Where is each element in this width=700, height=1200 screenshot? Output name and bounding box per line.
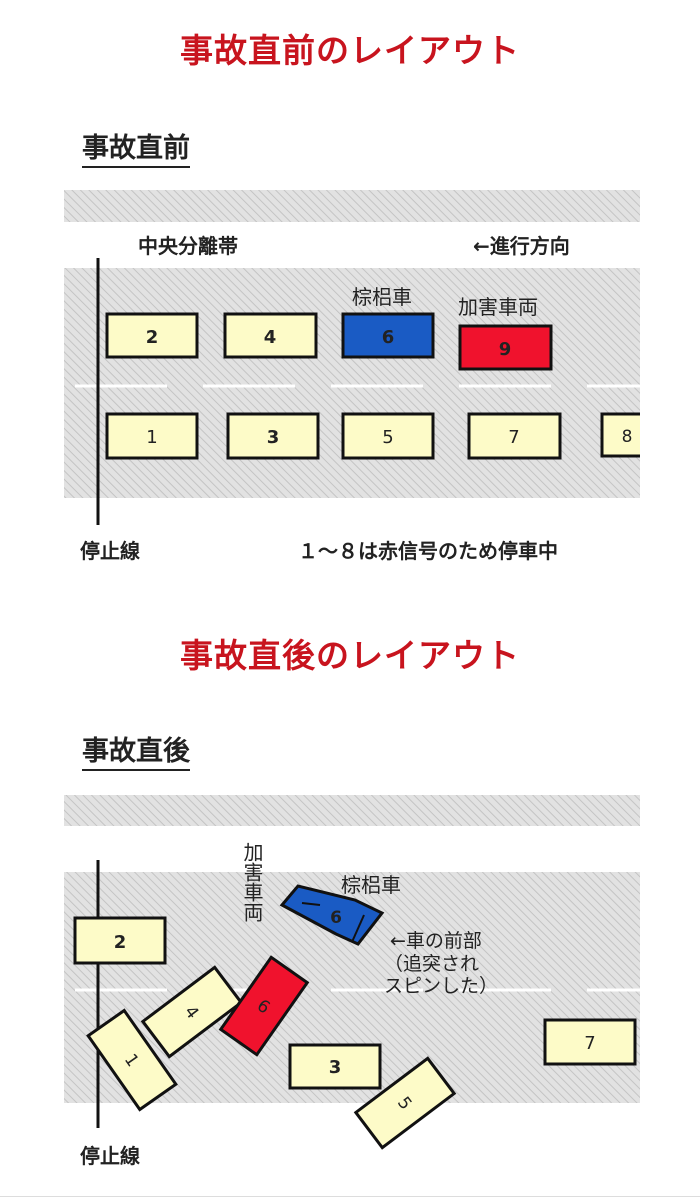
- stopped-note: １～８は赤信号のため停車中: [298, 539, 558, 563]
- median-label: 中央分離帯: [138, 234, 238, 258]
- svg-text:加害車両: 加害車両: [240, 842, 264, 922]
- svg-text:7: 7: [508, 427, 519, 448]
- svg-text:8: 8: [622, 427, 633, 447]
- divider: [0, 1196, 700, 1197]
- front-label: ←車の前部: [390, 930, 482, 952]
- svg-text:6: 6: [330, 908, 342, 928]
- road-lanes: [64, 268, 640, 498]
- svg-text:6: 6: [382, 327, 395, 348]
- car-3: 3: [226, 412, 320, 460]
- road-shoulder: [64, 795, 640, 826]
- median: [64, 826, 640, 872]
- car-5: 5: [353, 1056, 457, 1150]
- offender-label: 加害車両: [458, 295, 538, 319]
- car-4: 4: [223, 312, 318, 359]
- car-2: 2: [105, 312, 199, 359]
- after-heading: 事故直後: [82, 735, 190, 771]
- car-9-offender: 9: [218, 955, 310, 1057]
- before-heading: 事故直前: [82, 132, 190, 168]
- car-7: 7: [543, 1018, 637, 1066]
- after-title: 事故直後のレイアウト: [180, 636, 520, 675]
- svg-text:7: 7: [584, 1033, 595, 1054]
- car-9-offender: 9: [458, 324, 553, 371]
- median: [64, 222, 640, 268]
- svg-text:2: 2: [146, 327, 159, 348]
- car-7: 7: [467, 412, 562, 460]
- road-shoulder: [64, 190, 640, 222]
- spin-note-2: スピンした）: [384, 975, 498, 997]
- car-3: 3: [288, 1043, 382, 1090]
- victim-label: 棕梠車: [341, 873, 401, 897]
- car-6-victim: 6: [279, 884, 385, 946]
- stop-line-label: 停止線: [80, 1144, 140, 1168]
- svg-text:3: 3: [329, 1057, 342, 1078]
- car-6-victim: 6: [341, 312, 435, 359]
- svg-text:9: 9: [499, 339, 512, 360]
- before-title: 事故直前のレイアウト: [180, 31, 520, 70]
- after-diagram: 加害車両 棕梠車 ←車の前部 （追突され スピンした） 2 4 1 9 6 3 …: [64, 795, 640, 1168]
- car-1: 1: [105, 412, 199, 460]
- car-4: 4: [140, 965, 244, 1059]
- direction-label: ←進行方向: [473, 234, 570, 258]
- car-5: 5: [341, 412, 435, 460]
- car-1: 1: [86, 1008, 178, 1112]
- before-diagram: 中央分離帯 ←進行方向 棕梠車 加害車両 2 4 6 9 1 3 5 7 8 停…: [64, 190, 654, 563]
- car-2: 2: [73, 916, 167, 965]
- victim-label: 棕梠車: [352, 285, 412, 309]
- svg-text:4: 4: [264, 327, 277, 348]
- svg-text:5: 5: [382, 427, 393, 448]
- svg-text:3: 3: [267, 427, 280, 448]
- svg-text:1: 1: [146, 427, 157, 448]
- stop-line-label: 停止線: [80, 539, 140, 563]
- spin-note-1: （追突され: [384, 953, 479, 975]
- svg-text:2: 2: [114, 932, 127, 953]
- offender-label: 加害車両: [240, 842, 264, 922]
